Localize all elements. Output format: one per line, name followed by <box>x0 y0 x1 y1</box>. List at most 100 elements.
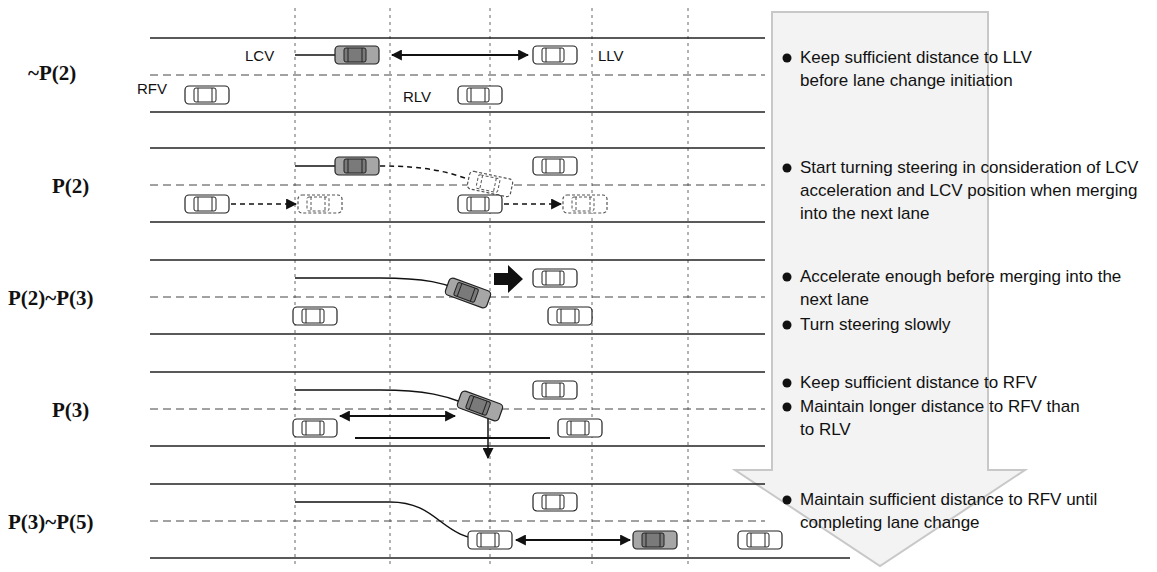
car-cabin <box>642 533 664 547</box>
car-window <box>765 533 766 547</box>
phase-label: P(3)~P(5) <box>8 510 94 534</box>
car-window <box>571 421 572 435</box>
car-cabin <box>194 88 216 102</box>
road-edge <box>150 333 765 334</box>
car-window <box>576 197 577 211</box>
lane-divider <box>150 185 765 186</box>
car-body <box>185 195 229 213</box>
guideline-note: Accelerate enough before merging into th… <box>800 265 1155 311</box>
phase-label: P(2)~P(3) <box>8 286 94 310</box>
car-window <box>320 421 321 435</box>
vehicle <box>185 86 229 104</box>
trajectory <box>295 502 490 540</box>
vehicle <box>185 195 229 213</box>
distance-arrow <box>340 415 455 417</box>
car-cabin <box>477 533 499 547</box>
lane-changing-vehicle <box>335 157 379 175</box>
vehicle <box>548 307 592 325</box>
car-cabin <box>465 395 490 416</box>
car-window <box>306 309 307 323</box>
planned-trajectory <box>380 166 470 180</box>
car-window <box>457 283 462 296</box>
car-window <box>560 383 561 397</box>
car-cabin <box>567 421 589 435</box>
predicted-vehicle <box>563 195 607 213</box>
guideline-note: Maintain longer distance to RFV than to … <box>800 395 1090 441</box>
lane-changing-vehicle <box>456 390 504 422</box>
phase-label: P(3) <box>52 398 89 422</box>
vehicle <box>738 531 782 549</box>
vehicle <box>293 419 337 437</box>
car-window <box>560 271 561 285</box>
car-window <box>198 197 199 211</box>
car-window <box>212 88 213 102</box>
car-window <box>546 495 547 509</box>
car-body <box>468 531 512 549</box>
car-cabin <box>542 271 564 285</box>
car-window <box>560 48 561 62</box>
car-window <box>485 88 486 102</box>
car-window <box>493 178 496 192</box>
car-window <box>495 533 496 547</box>
lane-divider <box>150 75 765 76</box>
car-body <box>533 157 577 175</box>
predicted-vehicle <box>298 195 342 213</box>
road-edge <box>150 37 765 38</box>
vehicle <box>458 195 502 213</box>
car-window <box>660 533 661 547</box>
car-cabin <box>476 174 500 192</box>
car-cabin <box>344 48 366 62</box>
road-edge <box>150 221 765 222</box>
car-body <box>335 46 379 64</box>
car-body <box>458 195 502 213</box>
road-edge <box>150 147 765 148</box>
distance-arrow <box>516 539 630 541</box>
bullet <box>783 164 792 173</box>
car-body <box>533 493 577 511</box>
road-edge <box>150 259 765 260</box>
vehicle <box>533 381 577 399</box>
vehicle <box>558 419 602 437</box>
motion-arrow <box>504 203 561 205</box>
car-window <box>561 309 562 323</box>
guideline-note: Maintain sufficient distance to RFV unti… <box>800 488 1120 534</box>
guideline-note: Start turning steering in consideration … <box>800 156 1157 225</box>
road-edge <box>150 483 765 484</box>
car-window <box>546 48 547 62</box>
car-window <box>560 159 561 173</box>
bullet <box>783 403 792 412</box>
vehicle <box>293 307 337 325</box>
car-body <box>533 269 577 287</box>
vehicle <box>458 86 502 104</box>
car-cabin <box>302 421 324 435</box>
car-window <box>348 159 349 173</box>
car-body <box>533 381 577 399</box>
car-cabin <box>302 309 324 323</box>
guideline-note: Keep sufficient distance to LLV before l… <box>800 46 1075 92</box>
vehicle <box>468 531 512 549</box>
trajectory <box>295 278 458 289</box>
phase-label: ~P(2) <box>28 61 76 85</box>
acceleration-arrow <box>494 265 523 293</box>
car-cabin <box>453 282 478 303</box>
predicted-vehicle <box>467 171 514 198</box>
lane-changing-vehicle <box>444 277 492 309</box>
road-edge <box>150 371 765 372</box>
car-window <box>590 197 591 211</box>
progress-arrow <box>735 12 1025 566</box>
lane-divider <box>150 409 765 410</box>
car-window <box>320 309 321 323</box>
car-window <box>362 159 363 173</box>
lane-changing-vehicle <box>633 531 677 549</box>
car-cabin <box>194 197 216 211</box>
road-edge <box>150 445 765 446</box>
car-window <box>481 533 482 547</box>
car-window <box>575 309 576 323</box>
car-body <box>738 531 782 549</box>
bullet <box>783 54 792 63</box>
car-cabin <box>747 533 769 547</box>
merge-arrow <box>487 417 489 458</box>
car-window <box>306 421 307 435</box>
car-cabin <box>467 88 489 102</box>
car-window <box>311 197 312 211</box>
